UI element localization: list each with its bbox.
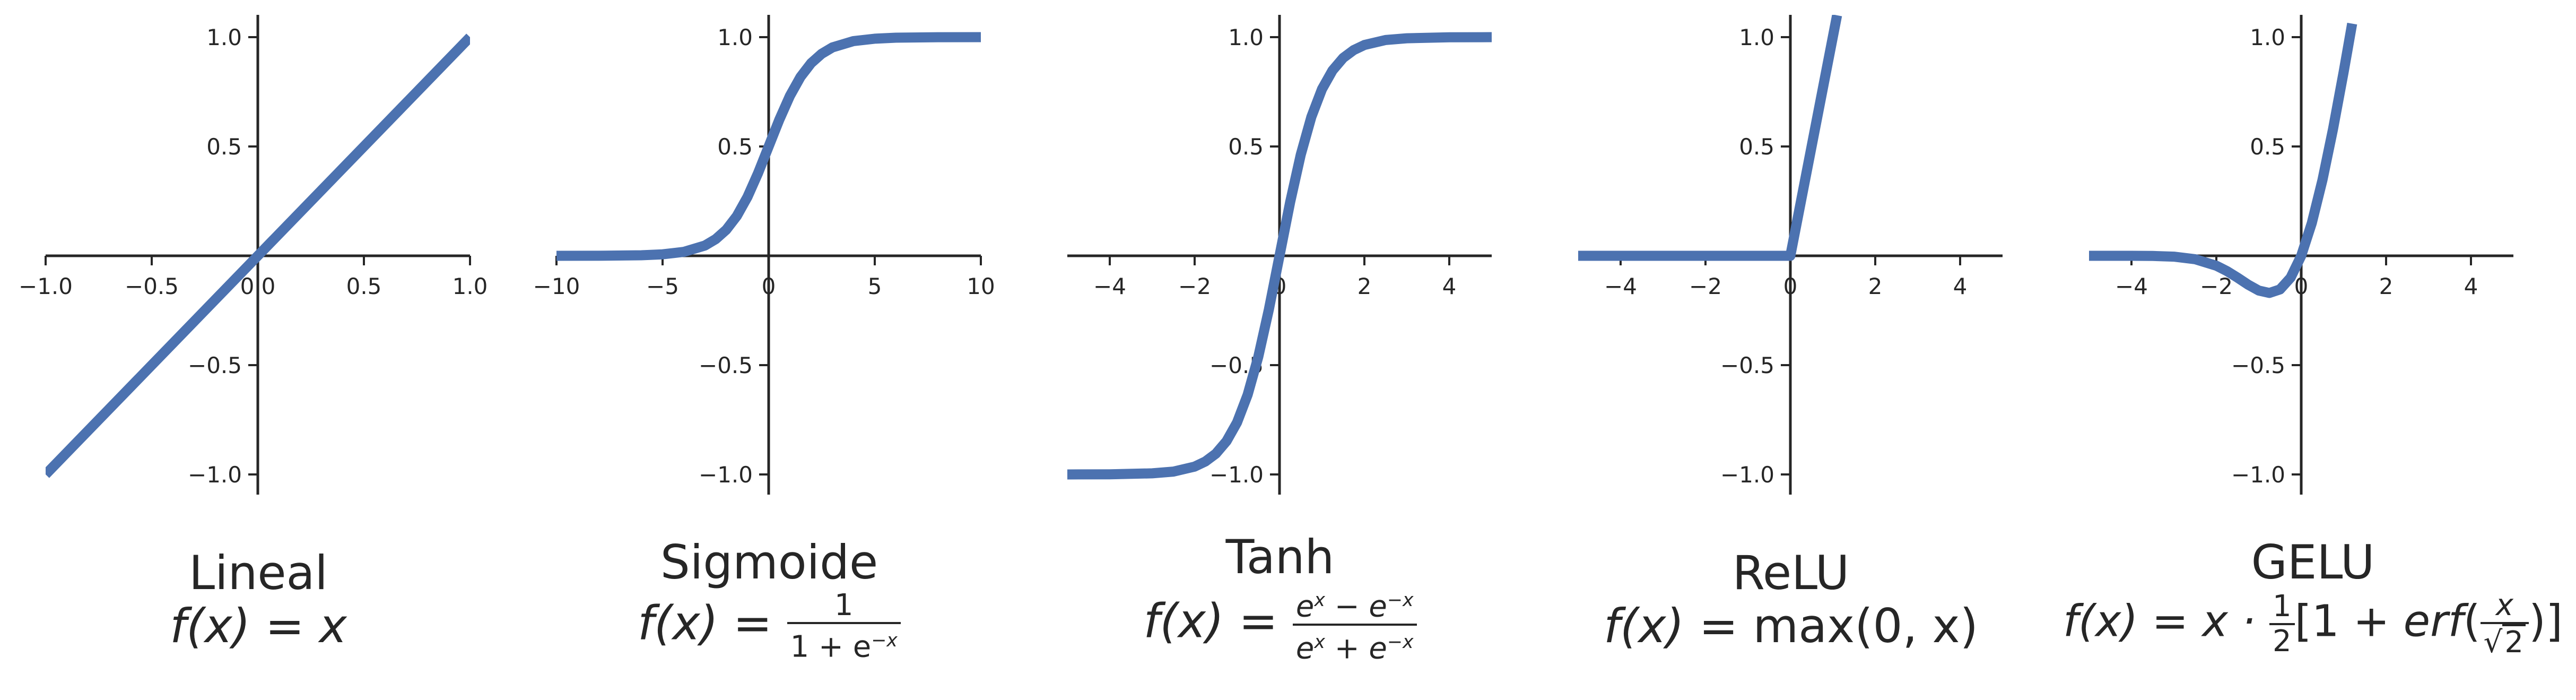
x-tick-label-relu: −2	[1689, 273, 1722, 299]
denominator-base: 1 + e	[790, 629, 872, 664]
y-tick-label-tanh: −1.0	[1209, 462, 1264, 488]
series-line-gelu	[2089, 22, 2357, 298]
y-tick-label-sigmoide: −0.5	[699, 352, 753, 378]
x-tick-label-lineal: −1.0	[19, 273, 73, 299]
y-tick-label-tanh: 1.0	[1228, 24, 1264, 50]
x-tick-label-tanh: −4	[1093, 273, 1126, 299]
x-tick-label-sigmoide: 10	[967, 273, 995, 299]
formula-paren-open: (	[2463, 596, 2481, 647]
denominator-exponent-b: −x	[1387, 631, 1414, 653]
y-tick-label-gelu: 0.5	[2250, 134, 2285, 160]
y-tick-label-relu: 0.5	[1739, 134, 1774, 160]
numerator-term-b: − e	[1325, 589, 1387, 624]
formula-lhs: f(x) =	[170, 599, 319, 653]
denominator-exponent-a: x	[1314, 631, 1325, 653]
y-tick-label-sigmoide: 1.0	[717, 24, 753, 50]
numerator-term-a: e	[1295, 589, 1315, 624]
numerator-exponent-a: x	[1314, 590, 1325, 611]
denominator-term-b: + e	[1325, 631, 1387, 666]
formula-rhs: max(0, x)	[1753, 599, 1978, 653]
x-tick-label-relu: 2	[1868, 273, 1883, 299]
chart-title-relu: ReLU	[1732, 546, 1850, 600]
denominator-term-a: e	[1295, 631, 1315, 666]
chart-title-lineal: Lineal	[189, 546, 328, 600]
x-tick-label-sigmoide: 5	[868, 273, 882, 299]
sqrt-argument: 2	[2502, 624, 2526, 659]
x-tick-label-gelu: −2	[2200, 273, 2233, 299]
chart-title-tanh: Tanh	[1225, 530, 1335, 584]
series-line-relu	[1578, 15, 1842, 261]
x-tick-label-gelu: −4	[2115, 273, 2148, 299]
series-line-lineal	[46, 33, 470, 478]
series-line-tanh	[1067, 32, 1492, 480]
y-tick-label-relu: −1.0	[1720, 462, 1774, 488]
x-tick-label-gelu: 0	[2294, 273, 2309, 299]
x-tick-label-relu: −4	[1604, 273, 1637, 299]
denominator-exponent: −x	[871, 630, 898, 651]
x-over-sqrt2-fraction: x√2	[2480, 589, 2529, 659]
x-tick-label-tanh: 2	[1357, 273, 1372, 299]
caption-lineal: Lineal f(x) = x	[20, 547, 497, 653]
y-tick-label-gelu: 1.0	[2250, 24, 2285, 50]
chart-title-sigmoide: Sigmoide	[660, 535, 878, 590]
y-tick-label-gelu: −1.0	[2231, 462, 2285, 488]
formula-lhs: f(x) =	[1604, 599, 1753, 653]
fraction-numerator: ex − e−x	[1292, 584, 1417, 626]
x-tick-label-lineal: 1.0	[452, 273, 488, 299]
y-tick-label-gelu: −0.5	[2231, 352, 2285, 378]
x-tick-label-relu: 0	[1783, 273, 1798, 299]
half-denominator: 2	[2272, 624, 2292, 659]
fraction-denominator: 1 + e−x	[787, 624, 901, 664]
y-tick-label-relu: −0.5	[1720, 352, 1774, 378]
x-tick-label-lineal: −0.5	[125, 273, 179, 299]
fraction-numerator: 1	[787, 589, 901, 624]
y-tick-label-sigmoide: 0.5	[717, 134, 753, 160]
y-tick-label-lineal: 0.5	[206, 134, 242, 160]
x-tick-label-gelu: 2	[2379, 273, 2394, 299]
y-tick-label-lineal: −1.0	[188, 462, 242, 488]
y-tick-label-tanh: 0.5	[1228, 134, 1264, 160]
x-tick-label-lineal: 0.0	[240, 273, 276, 299]
y-tick-label-relu: 1.0	[1739, 24, 1774, 50]
formula-lhs: f(x) =	[638, 595, 787, 651]
x-tick-label-relu: 4	[1953, 273, 1968, 299]
fraction-denominator: ex + e−x	[1293, 626, 1417, 666]
x-tick-label-gelu: 4	[2464, 273, 2478, 299]
x-tick-label-sigmoide: −5	[646, 273, 679, 299]
half-numerator: 1	[2269, 590, 2295, 625]
formula-rhs: x	[319, 599, 347, 653]
x-tick-label-sigmoide: −10	[533, 273, 580, 299]
x-tick-label-tanh: 4	[1442, 273, 1457, 299]
formula-erf: erf	[2403, 596, 2464, 647]
series-line-sigmoide	[556, 32, 981, 261]
y-tick-label-lineal: 1.0	[206, 24, 242, 50]
sqrt-denominator: √2	[2481, 624, 2529, 659]
numerator-exponent-b: −x	[1387, 590, 1414, 611]
formula-relu: f(x) = max(0, x)	[1552, 600, 2030, 653]
formula-lineal: f(x) = x	[20, 600, 497, 653]
chart-title-gelu: GELU	[2251, 535, 2375, 590]
y-tick-label-lineal: −0.5	[188, 352, 242, 378]
formula-lhs: f(x) =	[1143, 593, 1293, 649]
x-tick-label-sigmoide: 0	[762, 273, 776, 299]
x-numerator: x	[2480, 589, 2529, 624]
formula-close: )]	[2528, 596, 2563, 647]
caption-relu: ReLU f(x) = max(0, x)	[1552, 547, 2030, 653]
sqrt-sign: √	[2483, 625, 2503, 660]
formula-open: [1 +	[2294, 596, 2404, 647]
x-tick-label-lineal: 0.5	[346, 273, 382, 299]
formula-lhs: f(x) = x ·	[2063, 596, 2269, 647]
y-tick-label-sigmoide: −1.0	[699, 462, 753, 488]
x-tick-label-tanh: −2	[1178, 273, 1211, 299]
